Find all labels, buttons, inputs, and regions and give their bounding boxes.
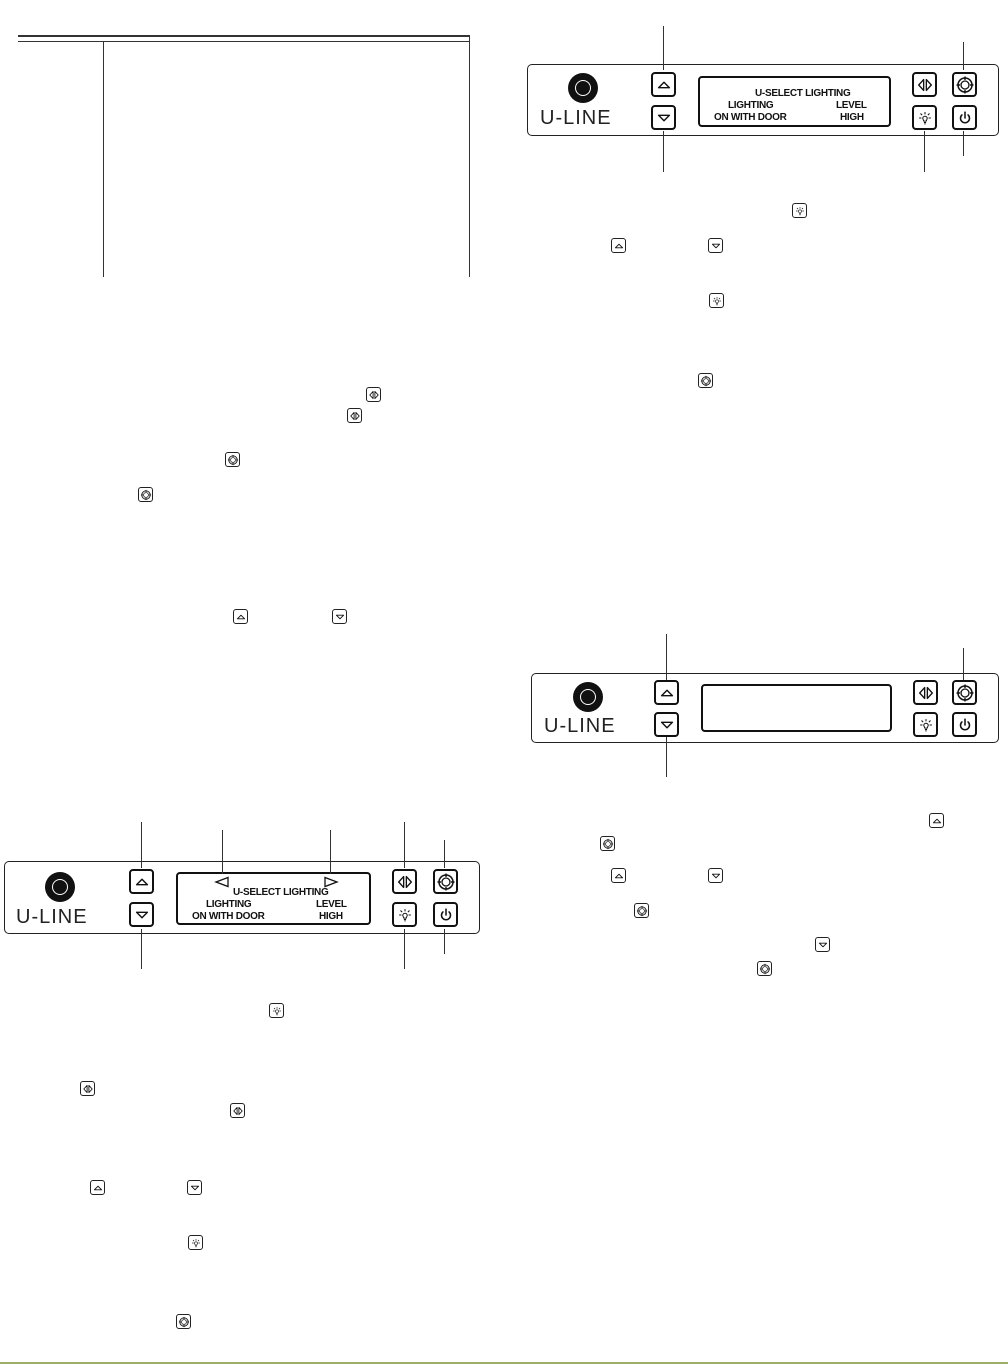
control-panel-top-right: U-LINE U-SELECT LIGHTING LIGHTING LEVEL … — [527, 64, 999, 136]
lcd-lighting-value: ON WITH DOOR — [714, 112, 787, 123]
down-button[interactable] — [654, 712, 679, 737]
callout-line — [330, 830, 331, 874]
light-icon — [188, 1235, 203, 1250]
left-right-button[interactable] — [392, 869, 417, 894]
brand-wordmark: U-LINE — [540, 107, 612, 129]
table-top-rule-thick — [18, 35, 470, 37]
lcd-level-value: HIGH — [319, 911, 343, 922]
power-button[interactable] — [433, 902, 458, 927]
table-right-border — [469, 35, 470, 277]
table-top-rule-thin — [18, 41, 470, 42]
up-button[interactable] — [651, 72, 676, 97]
select-target-icon — [698, 373, 713, 388]
callout-line — [404, 929, 405, 969]
select-target-icon — [138, 487, 153, 502]
left-right-icon — [80, 1081, 95, 1096]
power-button[interactable] — [952, 105, 977, 130]
down-arrow-icon — [815, 937, 830, 952]
callout-line — [666, 634, 667, 680]
lcd-display: U-SELECT LIGHTING LIGHTING LEVEL ON WITH… — [176, 872, 371, 925]
left-right-icon — [366, 387, 381, 402]
up-button[interactable] — [129, 869, 154, 894]
select-button[interactable] — [952, 72, 977, 97]
down-arrow-icon — [332, 609, 347, 624]
select-button[interactable] — [433, 869, 458, 894]
left-right-button[interactable] — [913, 680, 938, 705]
down-button[interactable] — [129, 902, 154, 927]
down-arrow-icon — [708, 868, 723, 883]
up-arrow-icon — [611, 868, 626, 883]
select-target-icon — [634, 903, 649, 918]
brand-wordmark: U-LINE — [16, 906, 88, 928]
lcd-level-label: LEVEL — [316, 899, 347, 910]
select-target-icon — [757, 961, 772, 976]
callout-line — [963, 42, 964, 70]
u-line-logo-icon — [573, 682, 603, 712]
left-right-button[interactable] — [912, 72, 937, 97]
left-right-icon — [230, 1103, 245, 1118]
light-button[interactable] — [392, 902, 417, 927]
callout-line — [963, 131, 964, 156]
u-line-logo-icon — [45, 872, 75, 902]
lcd-level-value: HIGH — [840, 112, 864, 123]
footer-rule — [0, 1362, 1008, 1364]
lcd-display-blank — [701, 684, 892, 732]
callout-line — [444, 840, 445, 868]
lcd-lighting-value: ON WITH DOOR — [192, 911, 265, 922]
callout-line — [963, 648, 964, 680]
callout-line — [141, 822, 142, 868]
select-target-icon — [600, 836, 615, 851]
lcd-title: U-SELECT LIGHTING — [755, 88, 851, 99]
light-icon — [709, 293, 724, 308]
power-button[interactable] — [952, 712, 977, 737]
lcd-display: U-SELECT LIGHTING LIGHTING LEVEL ON WITH… — [698, 76, 891, 127]
callout-line — [663, 131, 664, 172]
callout-line — [663, 26, 664, 70]
callout-line — [404, 822, 405, 868]
control-panel-bottom-left: U-LINE U-SELECT LIGHTING LIGHTING LEVEL … — [4, 861, 480, 934]
up-button[interactable] — [654, 680, 679, 705]
down-arrow-icon — [187, 1180, 202, 1195]
callout-line — [444, 929, 445, 954]
brand-wordmark: U-LINE — [544, 715, 616, 737]
callout-line — [222, 830, 223, 874]
light-icon — [792, 203, 807, 218]
callout-line — [141, 929, 142, 969]
table-col-divider — [103, 41, 104, 277]
select-button[interactable] — [952, 680, 977, 705]
left-right-icon — [347, 408, 362, 423]
lcd-right-arrow-icon — [324, 876, 339, 888]
select-target-icon — [176, 1314, 191, 1329]
lcd-lighting-label: LIGHTING — [728, 100, 774, 111]
lcd-title: U-SELECT LIGHTING — [233, 887, 329, 898]
up-arrow-icon — [90, 1180, 105, 1195]
light-icon — [269, 1003, 284, 1018]
down-arrow-icon — [708, 238, 723, 253]
light-button[interactable] — [912, 105, 937, 130]
callout-line — [924, 131, 925, 172]
down-button[interactable] — [651, 105, 676, 130]
up-arrow-icon — [929, 813, 944, 828]
callout-line — [666, 737, 667, 777]
control-panel-middle-right: U-LINE — [531, 673, 999, 743]
lcd-left-arrow-icon — [214, 876, 229, 888]
lcd-lighting-label: LIGHTING — [206, 899, 252, 910]
select-target-icon — [225, 452, 240, 467]
lcd-level-label: LEVEL — [836, 100, 867, 111]
up-arrow-icon — [233, 609, 248, 624]
light-button[interactable] — [913, 712, 938, 737]
up-arrow-icon — [611, 238, 626, 253]
u-line-logo-icon — [568, 73, 598, 103]
